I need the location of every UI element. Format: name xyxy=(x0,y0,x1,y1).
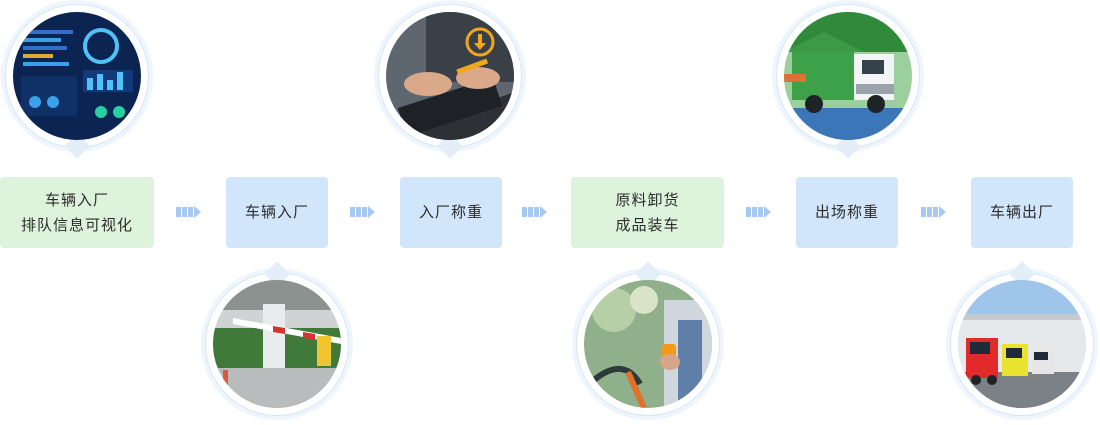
chevron-right-icon xyxy=(522,206,548,218)
chevron-right-icon xyxy=(176,206,202,218)
step-label: 出场称重 xyxy=(814,203,879,221)
step-label: 车辆出厂 xyxy=(989,203,1054,221)
step-vehicle-entry: 车辆入厂 xyxy=(226,177,328,248)
step-label: 成品装车 xyxy=(615,215,680,234)
step-vehicle-entry-queue: 车辆入厂 排队信息可视化 xyxy=(0,177,154,248)
chevron-right-icon xyxy=(921,206,947,218)
step-label: 车辆入厂 xyxy=(44,190,109,209)
step-unload-load: 原料卸货 成品装车 xyxy=(571,177,724,248)
step-label: 车辆入厂 xyxy=(244,203,309,221)
chevron-right-icon xyxy=(350,206,376,218)
phone-ev-charging-image xyxy=(576,261,720,416)
step-label: 原料卸货 xyxy=(615,190,680,209)
dashboard-screen-image xyxy=(5,4,149,159)
parking-barrier-gate-image xyxy=(205,261,349,416)
truck-on-scale-image xyxy=(776,4,920,159)
step-entry-weighing: 入厂称重 xyxy=(400,177,502,248)
step-label: 排队信息可视化 xyxy=(20,215,133,234)
trucks-at-warehouse-image xyxy=(950,261,1094,416)
chevron-right-icon xyxy=(746,206,772,218)
step-exit-weighing: 出场称重 xyxy=(796,177,898,248)
step-label: 入厂称重 xyxy=(418,203,483,221)
step-vehicle-exit: 车辆出厂 xyxy=(971,177,1073,248)
laptop-typing-image xyxy=(378,4,522,159)
